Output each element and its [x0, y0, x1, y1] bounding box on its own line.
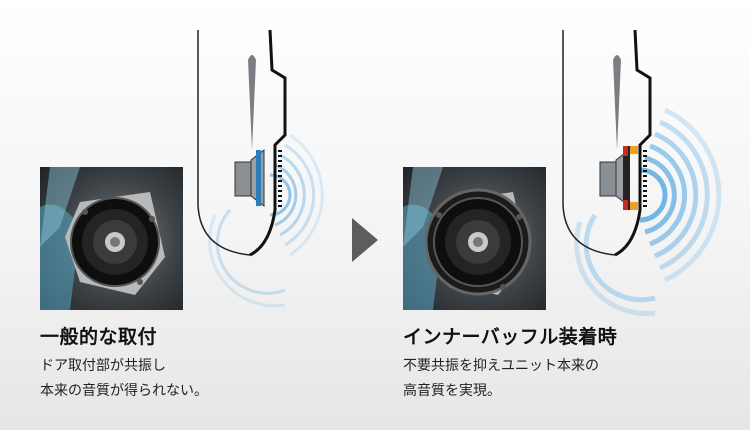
- comparison-arrow-icon: [352, 218, 378, 262]
- inner-baffle-panel: インナーバッフル装着時 不要共振を抑えユニット本来の 高音質を実現。: [385, 0, 750, 430]
- inner-baffle-diagram: [562, 29, 722, 316]
- inner-baffle-description: 不要共振を抑えユニット本来の 高音質を実現。: [403, 354, 599, 404]
- inner-baffle-desc-line1: 不要共振を抑えユニット本来の: [403, 358, 599, 374]
- sound-wave-graphic: [208, 133, 324, 308]
- inner-baffle-desc-line2: 高音質を実現。: [403, 383, 501, 399]
- standard-mount-description: ドア取付部が共振し 本来の音質が得られない。: [40, 354, 208, 404]
- sound-wave-graphic: [574, 107, 722, 316]
- inner-baffle-title: インナーバッフル装着時: [403, 326, 618, 348]
- standard-mount-diagram: [197, 29, 324, 308]
- speaker-with-baffle-image: [403, 167, 532, 310]
- speaker-in-door-image: [40, 167, 165, 310]
- standard-mount-title: 一般的な取付: [40, 326, 158, 348]
- inner-baffle-photo: [403, 167, 546, 310]
- standard-mount-desc-line1: ドア取付部が共振し: [40, 358, 166, 374]
- standard-mount-desc-line2: 本来の音質が得られない。: [40, 383, 208, 399]
- standard-mount-photo: [40, 167, 183, 310]
- standard-mount-panel: 一般的な取付 ドア取付部が共振し 本来の音質が得られない。: [0, 0, 360, 430]
